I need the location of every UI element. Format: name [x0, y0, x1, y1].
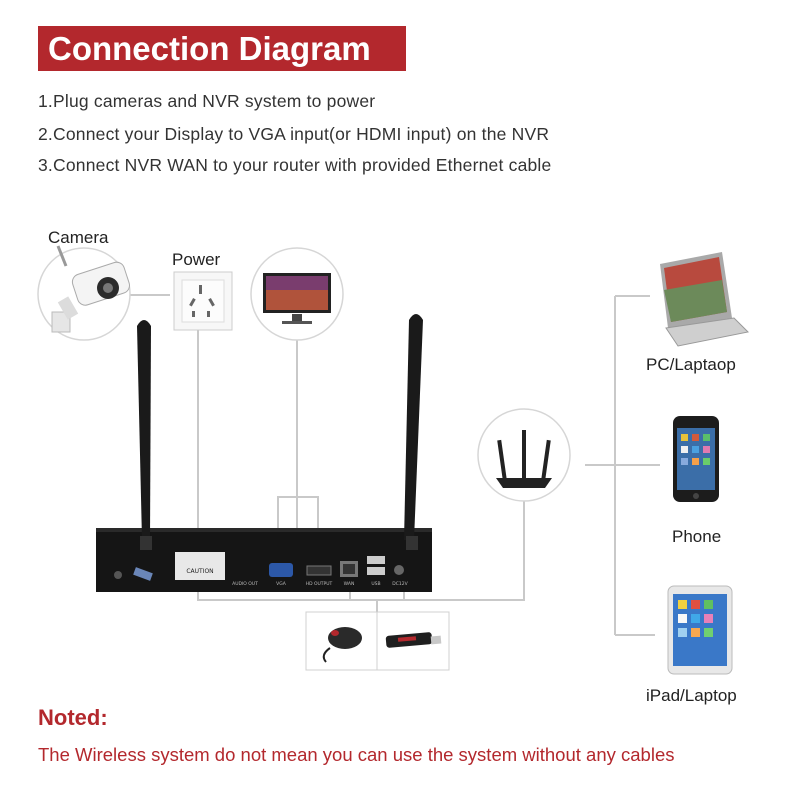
power-socket-icon — [173, 271, 233, 331]
note-text: The Wireless system do not mean you can … — [38, 744, 675, 765]
caution-text: CAUTION — [186, 568, 213, 575]
nvr-icon: CAUTION AUDIO OUT VGA HD OUTPUT WAN USB … — [96, 314, 432, 592]
pc-label: PC/Laptaop — [646, 355, 736, 374]
camera-label: Camera — [48, 228, 109, 247]
usb-drive-icon — [385, 632, 442, 648]
camera-icon — [37, 245, 131, 341]
power-label: Power — [172, 250, 221, 269]
step-1: 1.Plug cameras and NVR system to power — [38, 91, 376, 111]
dc-label: DC12V — [392, 581, 408, 587]
connector-lines — [130, 294, 660, 636]
usb-label: USB — [371, 581, 380, 587]
wan-label: WAN — [344, 581, 355, 587]
noted-heading: Noted: — [38, 705, 108, 730]
hd-output-label: HD OUTPUT — [306, 581, 333, 587]
accessories-box — [305, 611, 450, 671]
phone-icon — [673, 416, 719, 502]
monitor-icon — [250, 247, 344, 341]
laptop-icon — [660, 252, 750, 347]
audio-out-label: AUDIO OUT — [232, 581, 258, 587]
phone-label: Phone — [672, 527, 722, 546]
step-3: 3.Connect NVR WAN to your router with pr… — [38, 155, 552, 175]
vga-label: VGA — [276, 581, 287, 587]
tablet-icon — [667, 585, 733, 675]
step-2: 2.Connect your Display to VGA input(or H… — [38, 124, 550, 144]
router-icon — [477, 408, 571, 502]
page-title: Connection Diagram — [38, 26, 406, 71]
ipad-label: iPad/Laptop — [646, 686, 737, 705]
mouse-icon — [322, 627, 362, 663]
